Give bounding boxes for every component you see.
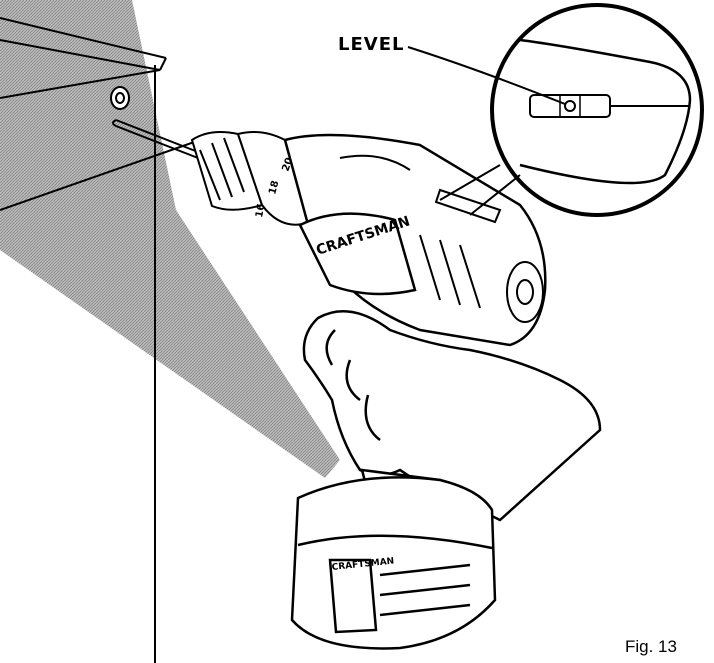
screw-icon [110,86,130,110]
magnifier-connector-lines [439,164,521,216]
drill-body-details [339,154,544,323]
light-beam [0,0,340,478]
level-bubble [564,100,576,112]
cabinet-wall [0,17,201,663]
drill-body [283,133,547,347]
battery-pack [290,476,497,650]
drill-chuck [190,131,312,226]
level-callout-label: LEVEL [338,34,405,55]
level-magnifier [490,3,704,217]
collar-number: 18 [267,179,281,195]
level-leader-line [407,46,566,105]
collar-number: 16 [254,203,267,219]
drill-bit [112,119,199,159]
figure-caption: Fig. 13 [625,637,677,656]
